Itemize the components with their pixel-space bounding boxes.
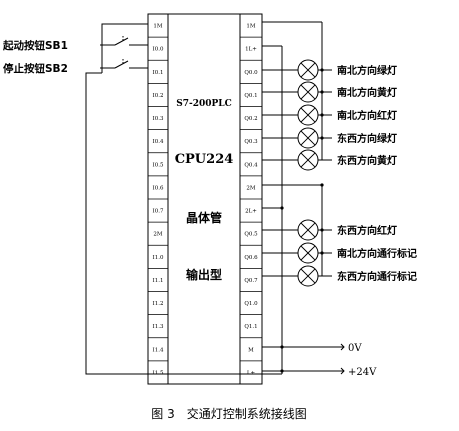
- plc-right-pin: 2L+: [245, 209, 257, 215]
- plc-right-pin: Q0.2: [244, 116, 257, 122]
- lamp-icon: [297, 81, 319, 103]
- plc-right-pin: 1L+: [245, 47, 257, 53]
- plus-24v-label: +24V: [348, 367, 377, 378]
- input-return-wire: [85, 72, 282, 375]
- wire-junction: [320, 68, 324, 72]
- plc-right-pin: Q0.6: [244, 255, 258, 261]
- plc-right-pin: Q0.7: [244, 278, 258, 284]
- figure-caption: 图 3 交通灯控制系统接线图: [151, 406, 306, 421]
- plc-left-pin: I0.6: [153, 185, 164, 191]
- wire-junction: [320, 136, 324, 140]
- plc-type-line2: 输出型: [186, 267, 222, 282]
- plc-right-pin: M: [248, 347, 254, 353]
- wire-junction: [320, 251, 324, 255]
- plc-left-pin: I0.0: [153, 47, 164, 53]
- plc-left-pin: I1.5: [153, 370, 164, 376]
- plc-right-pin: Q0.1: [244, 93, 257, 99]
- plc-left-pin: I1.4: [153, 347, 164, 353]
- sb1-switch: [114, 37, 129, 46]
- plc-left-pin: I0.3: [153, 116, 164, 122]
- wire-junction: [280, 369, 284, 373]
- zero-v-label: 0V: [348, 343, 362, 354]
- plc-left-pin: I1.3: [153, 324, 164, 330]
- plc-left-pin: 1M: [153, 24, 162, 30]
- lamp-icon: [297, 265, 319, 287]
- lamp-label: 东西方向黄灯: [337, 154, 397, 167]
- lamp-icon: [297, 219, 319, 241]
- lamp-label: 东西方向红灯: [337, 224, 397, 237]
- plc-left-pin: I1.2: [153, 301, 164, 307]
- lamp-label: 东西方向通行标记: [337, 270, 417, 283]
- lamp-icon: [297, 242, 319, 264]
- plc-left-pin: I0.4: [153, 139, 164, 145]
- plc-right-pin: Q0.3: [244, 139, 258, 145]
- wire-junction: [320, 183, 324, 187]
- plc-cpu: CPU224: [175, 152, 234, 167]
- plc-left-pin: I0.5: [153, 162, 164, 168]
- sb1-label: 起动按钮SB1: [2, 39, 68, 52]
- lamp-label: 南北方向红灯: [337, 109, 397, 122]
- plc-left-pin: 2M: [153, 232, 162, 238]
- lamp-icon: [297, 59, 319, 81]
- plc-left-pin: I0.7: [153, 209, 164, 215]
- plc-right-pin: Q0.0: [244, 70, 258, 76]
- input-common-wire: [101, 23, 148, 31]
- plc-right-pin: Q0.4: [244, 162, 258, 168]
- plc-right-pin: Q1.0: [244, 301, 258, 307]
- sb2-switch: [114, 60, 129, 69]
- plc-left-pin: I0.2: [153, 93, 164, 99]
- wire-junction: [320, 113, 324, 117]
- plc-type-line1: 晶体管: [186, 210, 222, 225]
- wire-junction: [320, 228, 324, 232]
- lamp-icon: [297, 149, 319, 171]
- lamp-icon: [297, 127, 319, 149]
- wire-junction: [320, 90, 324, 94]
- plc-left-pin: I1.1: [153, 278, 164, 284]
- lamp-label: 东西方向绿灯: [337, 132, 397, 145]
- lamp-label: 南北方向通行标记: [337, 247, 417, 260]
- plc-right-pin: L+: [247, 370, 256, 376]
- lamp-label: 南北方向黄灯: [337, 86, 397, 99]
- lamp-icon: [297, 104, 319, 126]
- plc-left-pin: I0.1: [153, 70, 164, 76]
- plc-model: S7-200PLC: [176, 99, 232, 109]
- lamp-label: 南北方向绿灯: [337, 64, 397, 77]
- plc-right-pin: 2M: [246, 185, 255, 191]
- wire-junction: [280, 345, 284, 349]
- wire-junction: [280, 206, 284, 210]
- sb2-label: 停止按钮SB2: [3, 62, 68, 75]
- plc-left-pin: I1.0: [153, 255, 164, 261]
- plc-right-pin: Q0.5: [244, 232, 258, 238]
- plc-right-pin: Q1.1: [244, 324, 257, 330]
- plc-right-pin: 1M: [246, 24, 255, 30]
